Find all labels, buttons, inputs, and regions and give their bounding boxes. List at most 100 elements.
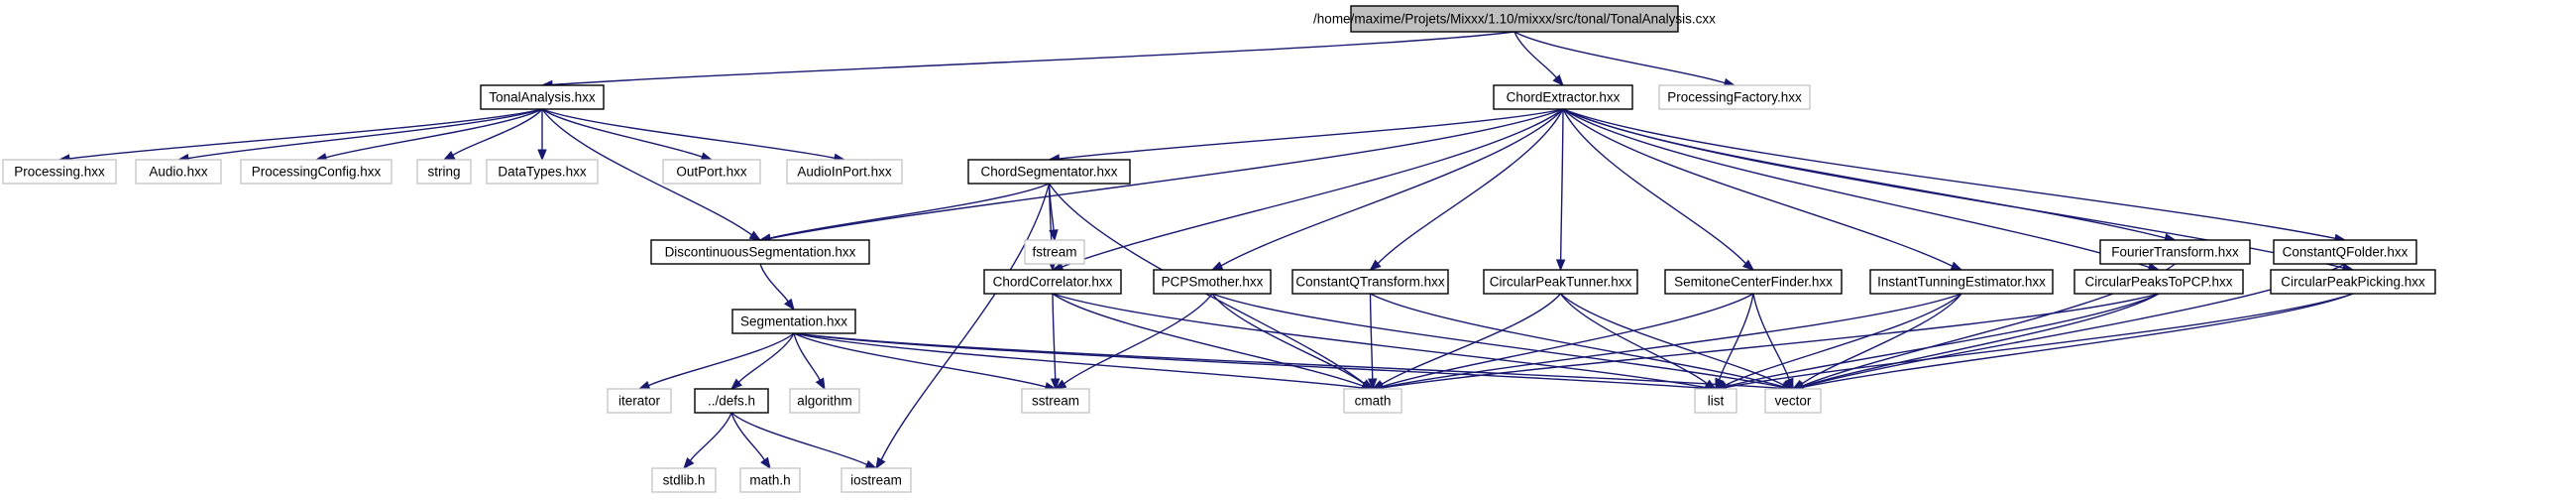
- file-nodes: /home/maxime/Projets/Mixxx/1.10/mixxx/sr…: [2, 5, 2436, 493]
- edge-root-to-processingfactory: [1513, 31, 1736, 88]
- processingfactory-node[interactable]: ProcessingFactory.hxx: [1658, 84, 1811, 110]
- circularpeaktunner-label: CircularPeakTunner.hxx: [1490, 275, 1632, 290]
- tonalanalysis-node[interactable]: TonalAnalysis.hxx: [480, 84, 605, 110]
- processing-label: Processing.hxx: [14, 165, 105, 180]
- audioinport-node[interactable]: AudioInPort.hxx: [786, 159, 903, 185]
- discontinuous-node[interactable]: DiscontinuousSegmentation.hxx: [650, 239, 870, 265]
- mathh-node[interactable]: math.h: [739, 467, 801, 493]
- outport-node[interactable]: OutPort.hxx: [662, 159, 761, 185]
- algorithm-node[interactable]: algorithm: [789, 388, 860, 414]
- edge-root-to-chordextractor: [1513, 31, 1564, 86]
- edge-chordcorrelator-to-sstream: [1050, 293, 1061, 391]
- fstream-node[interactable]: fstream: [1024, 239, 1085, 265]
- iostream-node[interactable]: iostream: [840, 467, 912, 493]
- chordextractor-label: ChordExtractor.hxx: [1507, 90, 1621, 105]
- tonalanalysis-label: TonalAnalysis.hxx: [489, 90, 596, 105]
- edge-defs-to-mathh: [730, 412, 771, 470]
- edge-segmentation-to-list: [793, 332, 1718, 394]
- edge-chordextractor-to-instanttunning: [1562, 108, 1963, 271]
- pcpsmother-label: PCPSmother.hxx: [1162, 275, 1264, 290]
- edge-segmentation-to-vector: [793, 332, 1795, 394]
- chordsegmentator-node[interactable]: ChordSegmentator.hxx: [967, 159, 1131, 185]
- audio-label: Audio.hxx: [149, 165, 208, 180]
- string-label: string: [427, 165, 460, 180]
- defs-node[interactable]: ../defs.h: [694, 388, 769, 414]
- list-label: list: [1708, 394, 1725, 409]
- string-node[interactable]: string: [416, 159, 472, 185]
- fstream-label: fstream: [1032, 245, 1076, 260]
- edge-defs-to-stdlib: [683, 412, 732, 470]
- iterator-label: iterator: [618, 394, 661, 409]
- root-file-node[interactable]: /home/maxime/Projets/Mixxx/1.10/mixxx/sr…: [1313, 5, 1716, 33]
- circularpeakpicking-node[interactable]: CircularPeakPicking.hxx: [2270, 269, 2436, 295]
- iostream-label: iostream: [850, 473, 902, 488]
- edge-chordextractor-to-constantqfolder: [1562, 108, 2347, 243]
- vector-node[interactable]: vector: [1764, 388, 1822, 414]
- edge-tonalanalysis-to-string: [442, 108, 543, 161]
- edge-chordcorrelator-to-cmath: [1052, 293, 1375, 391]
- processingconfig-node[interactable]: ProcessingConfig.hxx: [240, 159, 392, 185]
- outport-label: OutPort.hxx: [676, 165, 747, 180]
- dependency-edges: [57, 31, 2355, 470]
- chordcorrelator-node[interactable]: ChordCorrelator.hxx: [983, 269, 1122, 295]
- fouriertransform-node[interactable]: FourierTransform.hxx: [2099, 239, 2251, 265]
- semitonecenterfinder-node[interactable]: SemitoneCenterFinder.hxx: [1664, 269, 1843, 295]
- edge-circularpeaktunner-to-list: [1559, 293, 1718, 390]
- stdlib-label: stdlib.h: [663, 473, 706, 488]
- segmentation-label: Segmentation.hxx: [740, 314, 847, 329]
- processingconfig-label: ProcessingConfig.hxx: [252, 165, 382, 180]
- edge-pcpsmother-to-sstream: [1054, 293, 1213, 390]
- edge-segmentation-to-defs: [729, 332, 795, 390]
- vector-label: vector: [1775, 394, 1812, 409]
- chordextractor-node[interactable]: ChordExtractor.hxx: [1493, 84, 1633, 110]
- edge-chordsegmentator-to-iostream: [875, 183, 1051, 470]
- mathh-label: math.h: [749, 473, 790, 488]
- cmath-label: cmath: [1355, 394, 1392, 409]
- sstream-node[interactable]: sstream: [1021, 388, 1090, 414]
- algorithm-label: algorithm: [797, 394, 852, 409]
- edge-root-to-tonalanalysis: [540, 31, 1515, 90]
- edge-circularpeakpicking-to-list: [1714, 293, 2354, 393]
- constantqfolder-node[interactable]: ConstantQFolder.hxx: [2273, 239, 2417, 265]
- edge-chordextractor-to-circularpeaktunner: [1555, 108, 1566, 272]
- instanttunning-node[interactable]: InstantTunningEstimator.hxx: [1869, 269, 2054, 295]
- circularpeakpicking-label: CircularPeakPicking.hxx: [2281, 275, 2425, 290]
- sstream-label: sstream: [1032, 394, 1079, 409]
- edge-constantqtransform-to-cmath: [1367, 293, 1378, 391]
- circularpeakstopcp-node[interactable]: CircularPeaksToPCP.hxx: [2073, 269, 2244, 295]
- edge-segmentation-to-iterator: [637, 332, 795, 390]
- root-file-label: /home/maxime/Projets/Mixxx/1.10/mixxx/sr…: [1313, 12, 1716, 27]
- edge-tonalanalysis-to-audio: [176, 108, 543, 164]
- datatypes-label: DataTypes.hxx: [498, 165, 587, 180]
- constantqfolder-label: ConstantQFolder.hxx: [2283, 245, 2408, 260]
- edge-segmentation-to-algorithm: [793, 332, 826, 391]
- pcpsmother-node[interactable]: PCPSmother.hxx: [1153, 269, 1272, 295]
- edge-tonalanalysis-to-datatypes: [537, 109, 547, 162]
- edge-pcpsmother-to-cmath: [1211, 293, 1375, 390]
- instanttunning-label: InstantTunningEstimator.hxx: [1877, 275, 2046, 290]
- circularpeakstopcp-label: CircularPeaksToPCP.hxx: [2084, 275, 2232, 290]
- edge-tonalanalysis-to-discontinuous: [541, 108, 762, 241]
- defs-label: ../defs.h: [708, 394, 755, 409]
- constantqtransform-label: ConstantQTransform.hxx: [1295, 275, 1445, 290]
- edge-segmentation-to-sstream: [793, 332, 1058, 392]
- processing-node[interactable]: Processing.hxx: [2, 159, 117, 185]
- constantqtransform-node[interactable]: ConstantQTransform.hxx: [1291, 269, 1449, 295]
- edge-chordextractor-to-pcpsmother: [1210, 108, 1564, 271]
- semitonecenterfinder-label: SemitoneCenterFinder.hxx: [1674, 275, 1833, 290]
- cmath-node[interactable]: cmath: [1343, 388, 1402, 414]
- datatypes-node[interactable]: DataTypes.hxx: [486, 159, 599, 185]
- edge-chordsegmentator-to-discontinuous: [758, 183, 1050, 243]
- edge-defs-to-iostream: [730, 412, 878, 469]
- audio-node[interactable]: Audio.hxx: [135, 159, 222, 185]
- edge-discontinuous-to-segmentation: [759, 263, 795, 312]
- circularpeaktunner-node[interactable]: CircularPeakTunner.hxx: [1483, 269, 1638, 295]
- segmentation-node[interactable]: Segmentation.hxx: [731, 309, 856, 334]
- stdlib-node[interactable]: stdlib.h: [651, 467, 717, 493]
- edge-tonalanalysis-to-processing: [57, 108, 543, 164]
- chordcorrelator-label: ChordCorrelator.hxx: [993, 275, 1113, 290]
- edge-chordcorrelator-to-list: [1052, 293, 1718, 393]
- fouriertransform-label: FourierTransform.hxx: [2111, 245, 2239, 260]
- iterator-node[interactable]: iterator: [607, 388, 672, 414]
- list-node[interactable]: list: [1694, 388, 1737, 414]
